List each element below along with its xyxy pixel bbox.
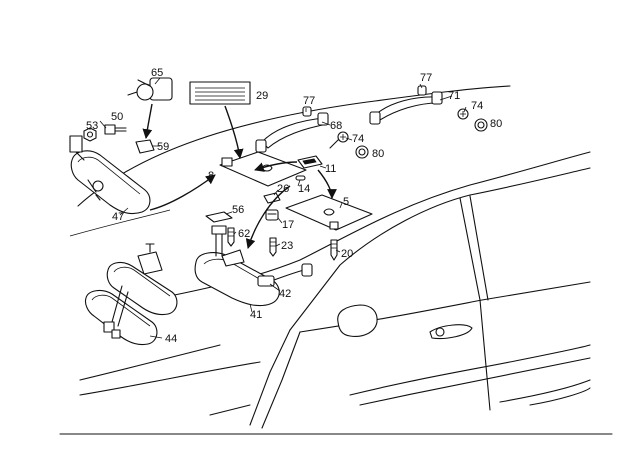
clip-77-right xyxy=(417,85,427,96)
vanity-light-11 xyxy=(297,155,323,169)
callout-23: 23 xyxy=(281,240,293,252)
sun-visor-5 xyxy=(285,194,373,231)
callout-44: 44 xyxy=(165,333,177,345)
callout-leaders xyxy=(89,77,467,339)
callout-68: 68 xyxy=(330,120,342,132)
arrow-29-to-visor xyxy=(224,105,244,159)
callout-65: 65 xyxy=(151,67,163,79)
callout-74-left: 74 xyxy=(352,133,364,145)
callout-29: 29 xyxy=(256,90,268,102)
label-plate-29 xyxy=(189,81,251,105)
mirror-assembly-44 xyxy=(84,243,178,346)
mirror-41 xyxy=(194,225,280,307)
callout-5: 5 xyxy=(343,196,349,208)
callout-80-right: 80 xyxy=(490,118,502,130)
clip-77-left xyxy=(302,106,312,117)
cap-80-right xyxy=(474,118,488,132)
callout-50: 50 xyxy=(111,111,123,123)
visor-bracket-17 xyxy=(265,209,279,221)
wiring-harness-42 xyxy=(257,263,313,287)
callout-74-right: 74 xyxy=(471,100,483,112)
visor-clip-26 xyxy=(263,192,281,204)
callout-42: 42 xyxy=(279,288,291,300)
grab-handle-71 xyxy=(369,91,443,125)
callout-41: 41 xyxy=(250,309,262,321)
callout-14: 14 xyxy=(298,183,310,195)
callout-71: 71 xyxy=(448,90,460,102)
screw-62 xyxy=(227,227,235,247)
screw-74-right xyxy=(457,108,469,120)
bracket-59 xyxy=(135,139,155,154)
callout-26: 26 xyxy=(277,183,289,195)
callout-62: 62 xyxy=(238,228,250,240)
callout-80-left: 80 xyxy=(372,148,384,160)
callout-59: 59 xyxy=(157,141,169,153)
callout-77-left: 77 xyxy=(303,95,315,107)
grab-handle-68 xyxy=(255,112,329,153)
arrow-65-to-59 xyxy=(142,103,153,139)
callout-77-right: 77 xyxy=(420,72,432,84)
arrow-26-to-41 xyxy=(245,185,291,249)
sun-visor-8 xyxy=(219,151,307,187)
screw-20 xyxy=(330,239,338,261)
arrow-11-to-8 xyxy=(254,161,298,172)
cap-80-left xyxy=(355,145,369,159)
screw-74-left xyxy=(329,131,349,149)
callout-11: 11 xyxy=(325,163,336,175)
callout-56: 56 xyxy=(232,204,244,216)
arrow-11-to-5 xyxy=(317,169,337,199)
screw-23 xyxy=(269,237,277,257)
callout-53: 53 xyxy=(86,120,98,132)
pad-56 xyxy=(205,211,233,223)
bolt-50 xyxy=(104,124,127,135)
mirror-47 xyxy=(69,135,151,215)
callout-8: 8 xyxy=(208,170,214,182)
car-body-outline xyxy=(59,85,613,435)
bulb-14 xyxy=(295,175,306,181)
callout-47: 47 xyxy=(112,211,124,223)
sensor-65 xyxy=(127,77,173,101)
callout-17: 17 xyxy=(282,219,294,231)
arrow-47-to-visor xyxy=(149,174,216,211)
callout-20: 20 xyxy=(341,248,353,260)
callout-labels: 65 29 50 53 59 47 77 77 68 71 74 74 80 8… xyxy=(86,67,502,345)
